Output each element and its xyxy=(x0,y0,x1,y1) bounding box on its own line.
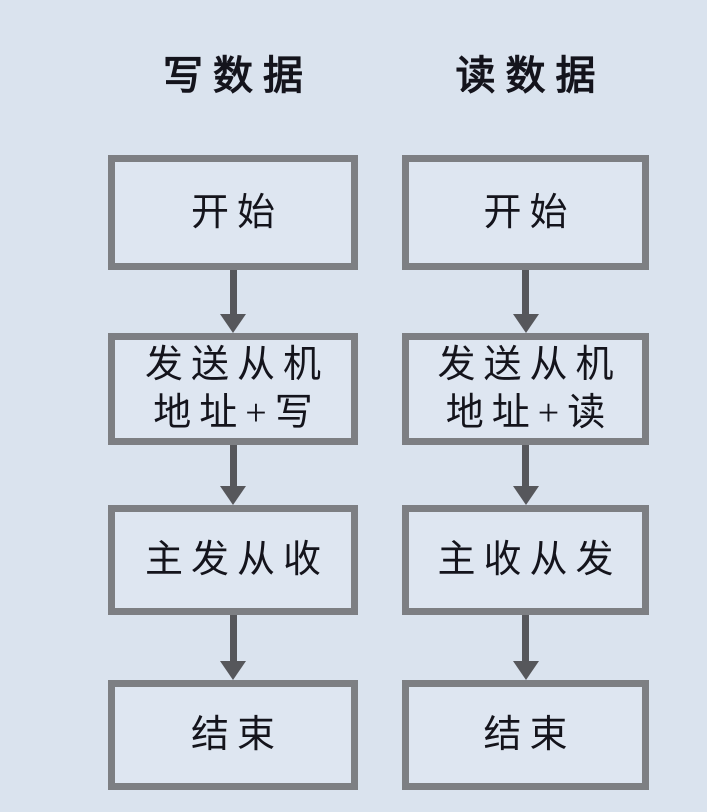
step-box-master-send-slave-receive: 主发从收 xyxy=(108,505,358,615)
step-box-start: 开始 xyxy=(108,155,358,270)
step-box-send-address-read: 发送从机 地址+读 xyxy=(402,333,649,445)
arrow-shaft xyxy=(522,445,529,486)
down-arrow-icon xyxy=(220,270,246,333)
step-box-master-receive-slave-send: 主收从发 xyxy=(402,505,649,615)
arrow-shaft xyxy=(229,615,237,661)
arrow-head xyxy=(220,661,246,680)
step-label: 发送从机 地址+写 xyxy=(144,344,329,434)
step-label: 结束 xyxy=(483,714,576,756)
step-box-end: 结束 xyxy=(402,680,649,790)
flow-write-data: 写数据 开始 发送从机 地址+写 主发从收 结束 xyxy=(108,0,358,790)
arrow-head xyxy=(512,486,539,505)
flow-title-write: 写数据 xyxy=(163,53,313,98)
step-label: 开始 xyxy=(190,191,283,234)
flow-title-read: 读数据 xyxy=(455,53,606,98)
step-box-send-address-write: 发送从机 地址+写 xyxy=(108,333,358,445)
arrow-head xyxy=(512,314,539,333)
arrow-shaft xyxy=(229,270,237,314)
arrow-shaft xyxy=(522,270,529,314)
step-label: 发送从机 地址+读 xyxy=(437,344,622,434)
arrow-head xyxy=(220,314,246,333)
step-box-start: 开始 xyxy=(402,155,649,270)
step-label: 开始 xyxy=(483,191,576,234)
arrow-shaft xyxy=(229,445,237,486)
down-arrow-icon xyxy=(512,615,539,680)
down-arrow-icon xyxy=(512,445,539,505)
flow-read-data: 读数据 开始 发送从机 地址+读 主收从发 结束 xyxy=(402,0,649,790)
step-label: 主发从收 xyxy=(144,539,329,581)
arrow-shaft xyxy=(522,615,529,661)
down-arrow-icon xyxy=(220,445,246,505)
step-label: 主收从发 xyxy=(437,539,622,581)
step-label: 结束 xyxy=(190,714,283,756)
arrow-head xyxy=(512,661,539,680)
step-box-end: 结束 xyxy=(108,680,358,790)
down-arrow-icon xyxy=(220,615,246,680)
down-arrow-icon xyxy=(512,270,539,333)
arrow-head xyxy=(220,486,246,505)
